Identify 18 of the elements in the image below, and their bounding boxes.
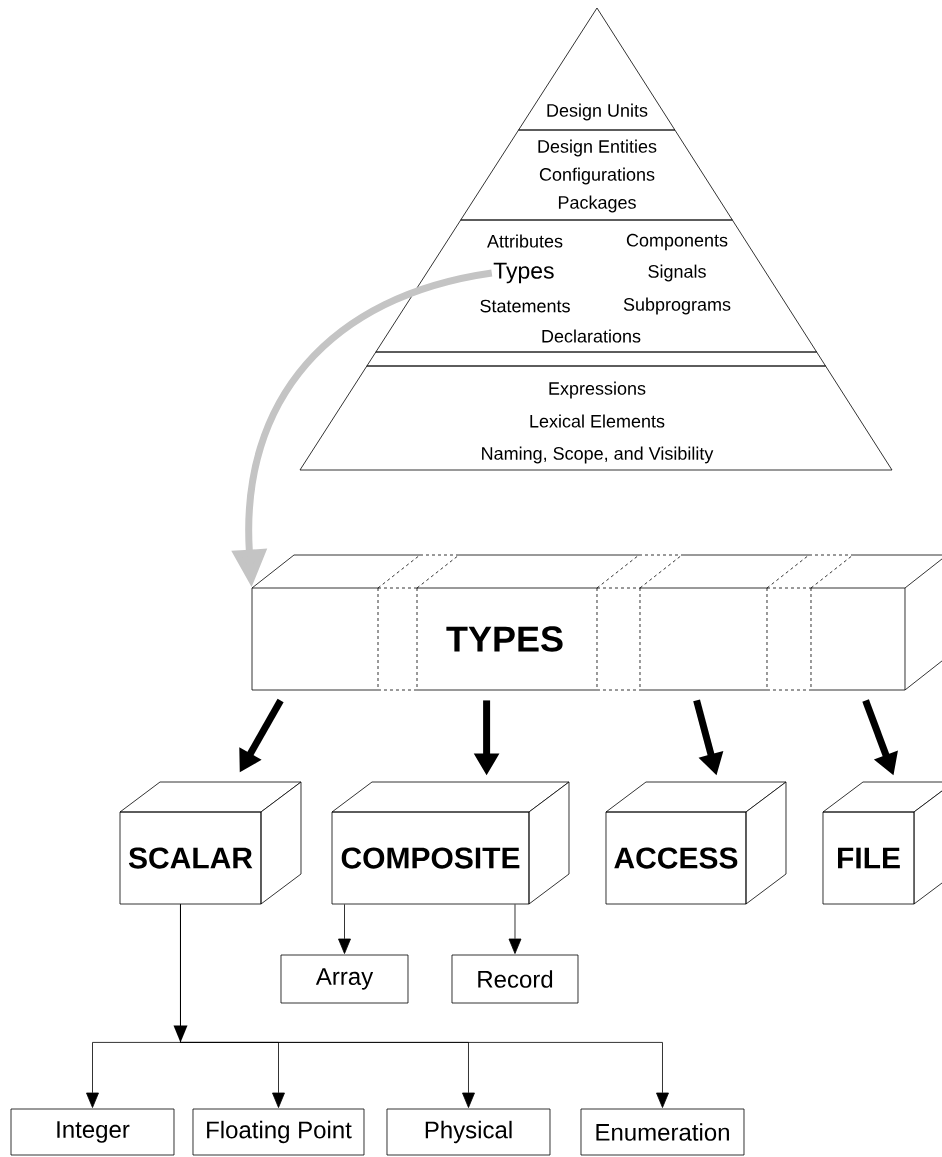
arrow: [338, 904, 351, 954]
type-box: Array: [280, 954, 409, 1004]
bar-drawing: TYPES: [251, 554, 942, 691]
type-box: Enumeration: [580, 1108, 745, 1156]
pyramid-band: Design Entities Configurations Packages: [460, 129, 733, 221]
type-box: Floating Point: [192, 1108, 365, 1156]
type-box: Physical: [386, 1108, 551, 1156]
cube: FILE: [822, 781, 942, 905]
label: Types: [493, 262, 554, 284]
cube: SCALAR: [119, 781, 302, 905]
cube: COMPOSITE: [331, 781, 570, 905]
pyramid-band: Design Units: [518, 7, 676, 131]
pyramid-band: Expressions Lexical Elements Naming, Scope, and Visibility: [299, 365, 893, 471]
branching-arrow: [86, 904, 669, 1108]
type-box: Record: [451, 954, 579, 1004]
cube: ACCESS: [605, 781, 787, 905]
type-box: Integer: [10, 1108, 175, 1156]
arrow: [508, 904, 522, 954]
